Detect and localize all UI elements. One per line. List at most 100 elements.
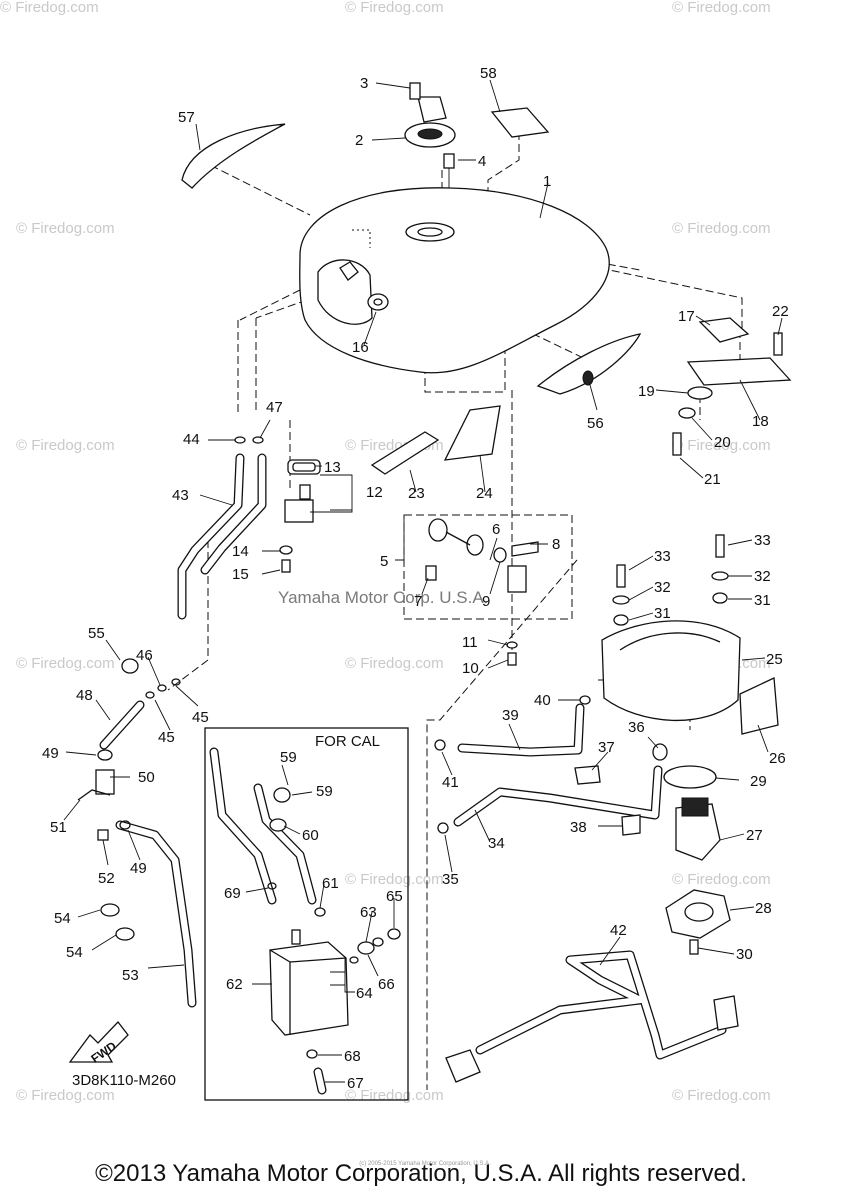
- fuel-cock-assembly[interactable]: [403, 514, 573, 620]
- callout-25[interactable]: 25: [766, 651, 783, 668]
- callout-56[interactable]: 56: [587, 415, 604, 432]
- canister-cover[interactable]: [601, 620, 779, 735]
- callout-36[interactable]: 36: [628, 719, 645, 736]
- callout-33[interactable]: 33: [754, 532, 771, 549]
- callout-57[interactable]: 57: [178, 109, 195, 126]
- callout-14[interactable]: 14: [232, 543, 249, 560]
- callout-1[interactable]: 1: [543, 173, 551, 190]
- callout-61[interactable]: 61: [322, 875, 339, 892]
- callout-3[interactable]: 3: [360, 75, 368, 92]
- callout-38[interactable]: 38: [570, 819, 587, 836]
- callout-45[interactable]: 45: [158, 729, 175, 746]
- callout-68[interactable]: 68: [344, 1048, 361, 1065]
- callout-19[interactable]: 19: [638, 383, 655, 400]
- callout-11[interactable]: 11: [462, 634, 478, 651]
- callout-59[interactable]: 59: [280, 749, 297, 766]
- copyright-notice: ©2013 Yamaha Motor Corporation, U.S.A. A…: [95, 1160, 747, 1187]
- callout-46[interactable]: 46: [136, 647, 153, 664]
- callout-58[interactable]: 58: [480, 65, 497, 82]
- callout-18[interactable]: 18: [752, 413, 769, 430]
- tank-bracket[interactable]: [672, 317, 792, 456]
- callout-41[interactable]: 41: [442, 774, 459, 791]
- callout-59[interactable]: 59: [316, 783, 333, 800]
- callout-23[interactable]: 23: [408, 485, 425, 502]
- callout-39[interactable]: 39: [502, 707, 519, 724]
- tank-pads[interactable]: [370, 405, 501, 475]
- tank-emblem-left[interactable]: [181, 123, 286, 189]
- callout-55[interactable]: 55: [88, 625, 105, 642]
- callout-10[interactable]: 10: [462, 660, 479, 677]
- callout-26[interactable]: 26: [769, 750, 786, 767]
- cap-screw[interactable]: [443, 153, 455, 188]
- callout-17[interactable]: 17: [678, 308, 695, 325]
- petcock-bolt[interactable]: [506, 641, 518, 666]
- callout-48[interactable]: 48: [76, 687, 93, 704]
- callout-13[interactable]: 13: [324, 459, 341, 476]
- tank-grommet[interactable]: [367, 293, 389, 311]
- callout-45[interactable]: 45: [192, 709, 209, 726]
- callout-54[interactable]: 54: [54, 910, 71, 927]
- callout-37[interactable]: 37: [598, 739, 615, 756]
- callout-51[interactable]: 51: [50, 819, 67, 836]
- callout-24[interactable]: 24: [476, 485, 493, 502]
- callout-12[interactable]: 12: [366, 484, 383, 501]
- cover-bolts[interactable]: [612, 534, 729, 626]
- callout-33[interactable]: 33: [654, 548, 671, 565]
- callout-67[interactable]: 67: [347, 1075, 364, 1092]
- callout-4[interactable]: 4: [478, 153, 486, 170]
- callout-6[interactable]: 6: [492, 521, 500, 538]
- callout-49[interactable]: 49: [42, 745, 59, 762]
- callout-65[interactable]: 65: [386, 888, 403, 905]
- hose-clamps[interactable]: [77, 436, 668, 941]
- callout-34[interactable]: 34: [488, 835, 505, 852]
- watermark: © Firedog.com: [672, 437, 771, 454]
- callout-42[interactable]: 42: [610, 922, 627, 939]
- callout-69[interactable]: 69: [224, 885, 241, 902]
- callout-32[interactable]: 32: [654, 579, 671, 596]
- callout-47[interactable]: 47: [266, 399, 283, 416]
- callout-9[interactable]: 9: [482, 593, 490, 610]
- callout-35[interactable]: 35: [442, 871, 459, 888]
- for-cal-label: FOR CAL: [315, 733, 380, 750]
- fuel-pump[interactable]: [663, 765, 731, 955]
- callout-leaders: [63, 79, 783, 1083]
- callout-28[interactable]: 28: [755, 900, 772, 917]
- callout-20[interactable]: 20: [714, 434, 731, 451]
- callout-22[interactable]: 22: [772, 303, 789, 320]
- callout-44[interactable]: 44: [183, 431, 200, 448]
- callout-21[interactable]: 21: [704, 471, 721, 488]
- callout-49[interactable]: 49: [130, 860, 147, 877]
- callout-50[interactable]: 50: [138, 769, 155, 786]
- charcoal-canister[interactable]: [267, 882, 401, 1059]
- wiring-connectors[interactable]: [445, 995, 739, 1083]
- tank-emblem-right[interactable]: [536, 333, 642, 395]
- callout-29[interactable]: 29: [750, 773, 767, 790]
- callout-31[interactable]: 31: [654, 605, 671, 622]
- fuel-sender-unit[interactable]: [279, 459, 321, 573]
- callout-5[interactable]: 5: [380, 553, 388, 570]
- callout-52[interactable]: 52: [98, 870, 115, 887]
- callout-60[interactable]: 60: [302, 827, 319, 844]
- callout-16[interactable]: 16: [352, 339, 369, 356]
- callout-15[interactable]: 15: [232, 566, 249, 583]
- callout-43[interactable]: 43: [172, 487, 189, 504]
- filler-cap[interactable]: [404, 82, 456, 148]
- callout-8[interactable]: 8: [552, 536, 560, 553]
- callout-30[interactable]: 30: [736, 946, 753, 963]
- callout-64[interactable]: 64: [356, 985, 373, 1002]
- callout-31[interactable]: 31: [754, 592, 771, 609]
- fuel-hoses[interactable]: [99, 453, 727, 1095]
- watermark: © Firedog.com: [16, 437, 115, 454]
- callout-54[interactable]: 54: [66, 944, 83, 961]
- callout-63[interactable]: 63: [360, 904, 377, 921]
- callout-27[interactable]: 27: [746, 827, 763, 844]
- callout-66[interactable]: 66: [378, 976, 395, 993]
- callout-62[interactable]: 62: [226, 976, 243, 993]
- fuel-tank[interactable]: [299, 187, 610, 374]
- callout-32[interactable]: 32: [754, 568, 771, 585]
- callout-7[interactable]: 7: [414, 593, 422, 610]
- callout-53[interactable]: 53: [122, 967, 139, 984]
- callout-2[interactable]: 2: [355, 132, 363, 149]
- warning-label[interactable]: [490, 107, 550, 138]
- callout-40[interactable]: 40: [534, 692, 551, 709]
